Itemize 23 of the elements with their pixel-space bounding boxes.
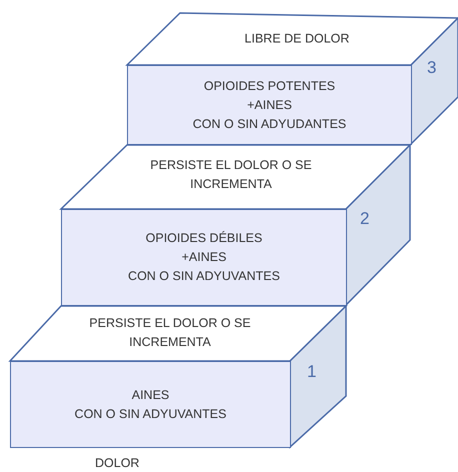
axis-label: DOLOR — [95, 456, 140, 470]
step-top-face — [61, 145, 411, 210]
step-label: LIBRE DE DOLOR — [244, 30, 350, 48]
step-label: PERSISTE EL DOLOR O SE INCREMENTA — [88, 315, 252, 351]
step-label: +AINES — [182, 249, 226, 266]
step-side-face — [411, 18, 458, 145]
step-number: 3 — [427, 58, 436, 78]
step-number: 2 — [360, 209, 370, 229]
step-label: PERSISTE EL DOLOR O SE INCREMENTA — [149, 157, 313, 193]
step-label: CON O SIN ADYUVANTES — [128, 268, 280, 285]
step-side-face — [290, 306, 347, 448]
step-number: 1 — [307, 362, 316, 382]
step-front-face — [61, 209, 347, 306]
step-label: OPIOIDES DÉBILES — [146, 230, 262, 247]
step-label: +AINES — [247, 96, 292, 114]
step-front-face — [127, 65, 412, 145]
step-label: CON O SIN ADYUDANTES — [192, 116, 346, 132]
step-label: AINES — [132, 386, 170, 404]
step-top-face — [10, 306, 347, 362]
step-label: CON O SIN ADYUVANTES — [74, 406, 226, 422]
step-side-face — [346, 145, 410, 306]
step-front-face — [10, 361, 291, 448]
step-label: OPIOIDES POTENTES — [204, 78, 336, 94]
